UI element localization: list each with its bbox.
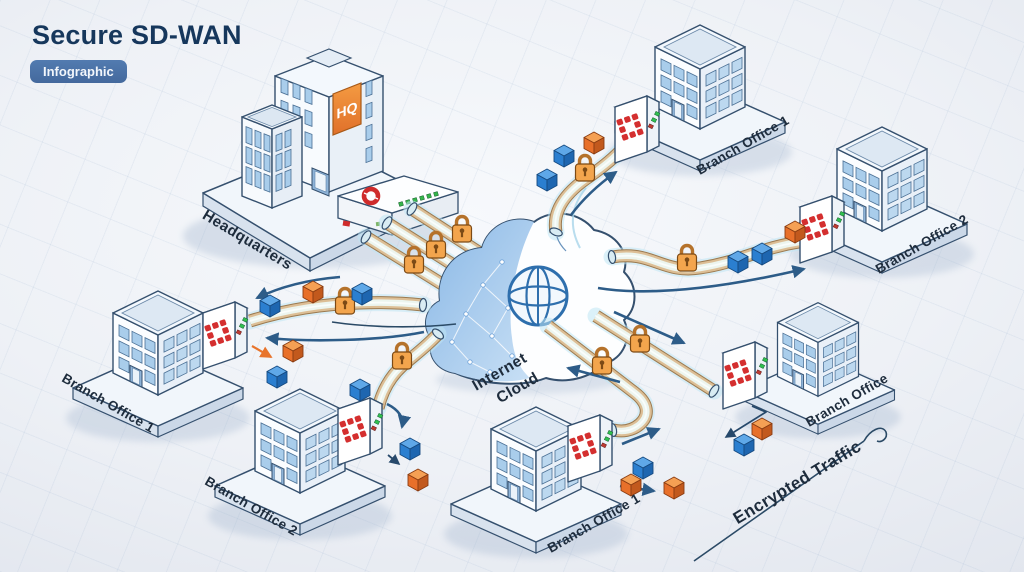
flow-arrow-icon xyxy=(566,364,621,384)
padlock-icon xyxy=(573,153,597,183)
packet-cube-blue-icon xyxy=(266,365,288,389)
packet-cube-blue-icon xyxy=(399,437,421,461)
flow-arrow-icon xyxy=(255,275,341,300)
flow-arrow-icon xyxy=(387,454,401,466)
padlock-icon xyxy=(628,324,652,354)
packet-cube-orange-icon xyxy=(407,468,429,492)
flow-arrow-icon xyxy=(569,170,618,216)
padlock-icon xyxy=(450,214,474,244)
packet-cube-orange-icon xyxy=(583,131,605,155)
firewall-icon-bottom-center xyxy=(567,414,614,483)
infographic-badge: Infographic xyxy=(30,60,127,83)
hq-firewall-logo xyxy=(361,186,381,206)
swoosh-line xyxy=(571,187,587,249)
flow-arrow-orange-icon xyxy=(251,345,273,358)
padlock-icon xyxy=(675,243,699,273)
tunnel-hq-to-cloud xyxy=(359,201,500,297)
internet-cloud-icon xyxy=(424,212,636,394)
packet-cube-blue-icon xyxy=(349,378,371,402)
flow-arrow-icon xyxy=(264,330,425,346)
firewall-icon-left xyxy=(202,301,249,370)
packet-cube-orange-icon xyxy=(663,476,685,500)
packet-cube-orange-icon xyxy=(282,339,304,363)
tunnel-cloud-to-branch-top-right xyxy=(549,149,622,252)
flow-arrow-icon xyxy=(597,265,806,293)
padlock-icon xyxy=(390,341,414,371)
hq-building: HQ xyxy=(241,48,384,210)
tunnel-cloud-to-branch-bottom-left xyxy=(378,327,445,408)
packet-cube-blue-icon xyxy=(553,144,575,168)
tunnel-cloud-to-branch-lower-right xyxy=(596,316,721,399)
packet-cube-blue-icon xyxy=(632,456,654,480)
hq-sign xyxy=(332,82,362,136)
packet-cube-blue-icon xyxy=(536,168,558,192)
packet-cube-blue-icon xyxy=(733,433,755,457)
flow-arrow-icon xyxy=(613,310,686,345)
tunnel-to-branch-left xyxy=(250,298,427,321)
flow-arrow-icon xyxy=(621,427,661,446)
flow-arrow-icon xyxy=(386,402,412,429)
swoosh-line xyxy=(331,321,457,328)
firewall-icon-bottom-left xyxy=(337,397,384,466)
tunnel-cloud-to-branch-right xyxy=(608,242,799,269)
globe-icon xyxy=(507,265,569,327)
flow-arrow-icon xyxy=(724,405,767,438)
encrypted-traffic-callout xyxy=(693,427,888,562)
page-title: Secure SD-WAN xyxy=(32,20,242,50)
